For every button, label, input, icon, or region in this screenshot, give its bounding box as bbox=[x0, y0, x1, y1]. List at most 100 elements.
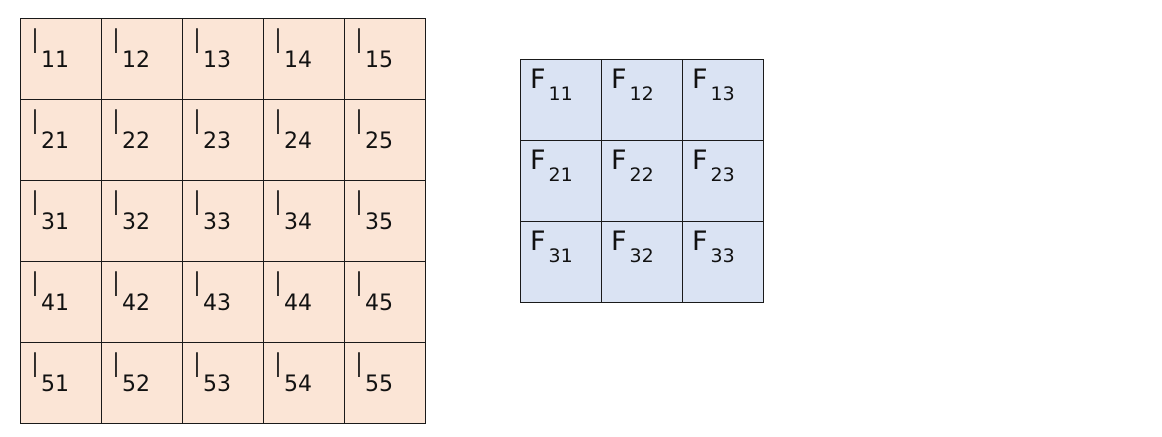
input-cell-32: I32 bbox=[102, 181, 183, 262]
input-subscript: 32 bbox=[122, 210, 151, 235]
input-cell-label: I52 bbox=[111, 346, 150, 396]
filter-symbol: F bbox=[530, 145, 546, 176]
input-cell-label: I35 bbox=[354, 184, 393, 234]
filter-subscript: 31 bbox=[548, 245, 573, 267]
input-subscript: 35 bbox=[365, 210, 394, 235]
input-subscript: 54 bbox=[284, 372, 313, 397]
input-cell-45: I45 bbox=[345, 262, 426, 343]
input-subscript: 52 bbox=[122, 372, 151, 397]
input-cell-42: I42 bbox=[102, 262, 183, 343]
input-subscript: 34 bbox=[284, 210, 313, 235]
input-symbol: I bbox=[273, 184, 284, 224]
filter-subscript: 11 bbox=[548, 83, 573, 105]
input-cell-label: I53 bbox=[192, 349, 231, 396]
input-subscript: 11 bbox=[41, 48, 70, 73]
input-cell-label: I45 bbox=[354, 265, 393, 315]
input-cell-label: I41 bbox=[30, 265, 69, 315]
input-symbol: I bbox=[30, 346, 41, 386]
input-cell-31: I31 bbox=[21, 181, 102, 262]
input-cell-52: I52 bbox=[102, 343, 183, 424]
input-cell-14: I14 bbox=[264, 19, 345, 100]
input-symbol: I bbox=[111, 103, 122, 143]
input-cell-label: I33 bbox=[192, 184, 231, 234]
input-subscript: 53 bbox=[203, 372, 232, 397]
input-cell-label: I23 bbox=[192, 103, 231, 153]
input-symbol: I bbox=[273, 22, 284, 62]
filter-symbol: F bbox=[692, 145, 708, 176]
input-cell-22: I22 bbox=[102, 100, 183, 181]
filter-subscript: 33 bbox=[710, 245, 735, 267]
input-cell-54: I54 bbox=[264, 343, 345, 424]
input-subscript: 24 bbox=[284, 129, 313, 154]
filter-symbol: F bbox=[611, 64, 627, 95]
input-cell-23: I23 bbox=[183, 100, 264, 181]
input-symbol: I bbox=[354, 265, 365, 305]
input-cell-25: I25 bbox=[345, 100, 426, 181]
input-cell-label: I44 bbox=[273, 265, 312, 315]
input-cell-label: I42 bbox=[111, 268, 150, 315]
input-subscript: 23 bbox=[203, 129, 232, 154]
input-symbol: I bbox=[30, 103, 41, 143]
input-cell-53: I53 bbox=[183, 343, 264, 424]
input-symbol: I bbox=[273, 265, 284, 305]
filter-symbol: F bbox=[530, 64, 546, 95]
input-symbol: I bbox=[192, 22, 203, 62]
input-cell-label: I25 bbox=[354, 103, 393, 153]
filter-symbol: F bbox=[692, 226, 708, 257]
filter-symbol: F bbox=[611, 226, 627, 257]
input-cell-24: I24 bbox=[264, 100, 345, 181]
input-cell-34: I34 bbox=[264, 181, 345, 262]
input-subscript: 13 bbox=[203, 48, 232, 73]
input-symbol: I bbox=[192, 103, 203, 143]
filter-subscript: 22 bbox=[629, 164, 654, 186]
input-symbol: I bbox=[273, 103, 284, 143]
input-symbol: I bbox=[354, 103, 365, 143]
input-subscript: 15 bbox=[365, 48, 394, 73]
input-cell-21: I21 bbox=[21, 100, 102, 181]
input-cell-13: I13 bbox=[183, 19, 264, 100]
input-subscript: 21 bbox=[41, 129, 70, 154]
input-symbol: I bbox=[273, 346, 284, 386]
input-cell-33: I33 bbox=[183, 181, 264, 262]
input-symbol: I bbox=[30, 22, 41, 62]
input-cell-label: I31 bbox=[30, 187, 69, 234]
input-cell-12: I12 bbox=[102, 19, 183, 100]
input-cell-label: I14 bbox=[273, 22, 312, 72]
input-subscript: 42 bbox=[122, 291, 151, 316]
input-symbol: I bbox=[354, 346, 365, 386]
input-cell-label: I13 bbox=[192, 22, 231, 72]
input-symbol: I bbox=[30, 265, 41, 305]
input-cell-label: I32 bbox=[111, 184, 150, 234]
input-cell-label: I12 bbox=[111, 25, 150, 72]
filter-symbol: F bbox=[611, 145, 627, 176]
filter-subscript: 21 bbox=[548, 164, 573, 186]
input-subscript: 12 bbox=[122, 48, 151, 73]
input-cell-label: I43 bbox=[192, 268, 231, 315]
input-symbol: I bbox=[111, 346, 122, 386]
input-symbol: I bbox=[354, 184, 365, 224]
input-cell-label: I22 bbox=[111, 103, 150, 153]
filter-subscript: 12 bbox=[629, 83, 654, 105]
filter-symbol: F bbox=[530, 226, 546, 257]
input-cell-label: I11 bbox=[30, 22, 69, 72]
input-symbol: I bbox=[192, 184, 203, 224]
input-subscript: 44 bbox=[284, 291, 313, 316]
input-symbol: I bbox=[111, 184, 122, 224]
input-cell-44: I44 bbox=[264, 262, 345, 343]
